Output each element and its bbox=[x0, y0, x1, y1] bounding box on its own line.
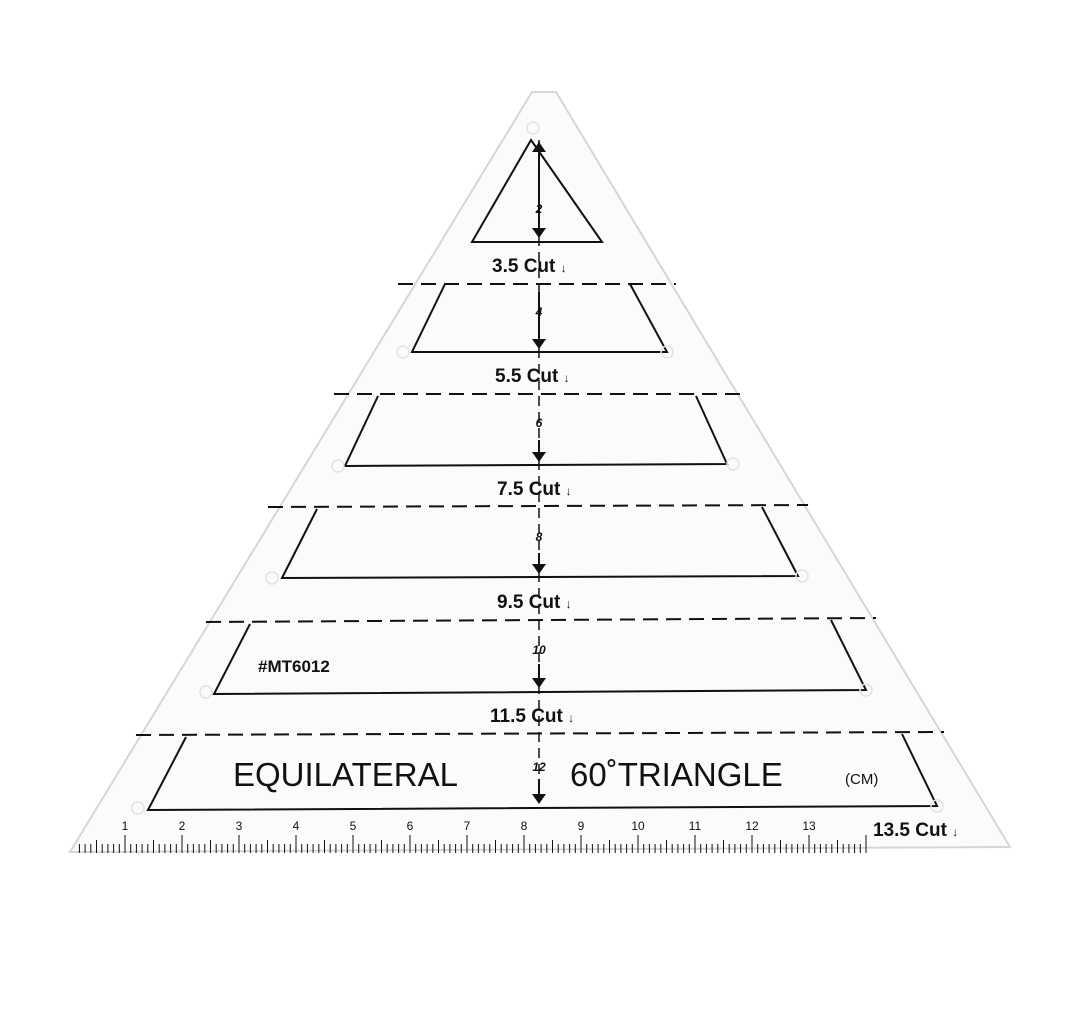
trapezoid-piece-5 bbox=[146, 733, 939, 812]
pin-hole bbox=[131, 801, 145, 815]
scale-ticks bbox=[78, 835, 867, 853]
cut-label: 13.5 Cut ↓ bbox=[873, 820, 958, 841]
scale-number: 10 bbox=[631, 819, 645, 833]
pin-hole bbox=[265, 571, 279, 585]
pin-hole bbox=[795, 569, 809, 583]
scale-number: 8 bbox=[521, 819, 528, 833]
pin-hole bbox=[660, 345, 674, 359]
model-number: #MT6012 bbox=[258, 657, 330, 676]
pin-hole bbox=[930, 799, 944, 813]
cut-line-5 bbox=[135, 731, 945, 736]
height-arrow bbox=[532, 553, 546, 574]
cut-label: 9.5 Cut ↓ bbox=[497, 592, 572, 613]
cut-line-4 bbox=[205, 617, 877, 623]
height-arrow bbox=[532, 664, 546, 688]
title-unit: (CM) bbox=[845, 771, 878, 788]
cut-label: 3.5 Cut ↓ bbox=[492, 256, 567, 277]
height-number: 8 bbox=[536, 530, 543, 544]
height-number: 2 bbox=[535, 202, 543, 216]
scale-number: 5 bbox=[350, 819, 357, 833]
scale-number: 6 bbox=[407, 819, 414, 833]
height-arrows bbox=[532, 142, 546, 804]
scale-number: 13 bbox=[802, 819, 816, 833]
trapezoid-piece-2 bbox=[343, 395, 729, 468]
height-arrow bbox=[532, 779, 546, 804]
triangle-piece bbox=[470, 138, 604, 243]
scale-number: 4 bbox=[293, 819, 300, 833]
pin-holes bbox=[131, 121, 944, 815]
height-numbers: 2 4 6 8 10 12 bbox=[532, 202, 546, 774]
height-number: 6 bbox=[536, 416, 543, 430]
scale-number: 3 bbox=[236, 819, 243, 833]
cut-label: 11.5 Cut ↓ bbox=[490, 706, 574, 727]
pin-hole bbox=[199, 685, 213, 699]
scale-number: 11 bbox=[689, 819, 702, 833]
pin-hole bbox=[726, 457, 740, 471]
scale-number: 1 bbox=[122, 819, 129, 833]
cut-label: 5.5 Cut ↓ bbox=[495, 366, 570, 387]
scale-number: 7 bbox=[464, 819, 471, 833]
title-left: EQUILATERAL bbox=[233, 756, 458, 793]
height-number: 10 bbox=[532, 643, 546, 657]
pin-hole bbox=[526, 121, 540, 135]
cut-line-3 bbox=[267, 504, 809, 508]
ruler-body bbox=[68, 91, 1012, 854]
trapezoid-piece-1 bbox=[410, 283, 669, 353]
trapezoid-piece-4 bbox=[212, 619, 868, 696]
height-number: 4 bbox=[535, 305, 543, 319]
scale-number: 9 bbox=[578, 819, 585, 833]
pin-hole bbox=[331, 459, 345, 473]
pin-hole bbox=[396, 345, 410, 359]
trapezoid-piece-3 bbox=[280, 506, 800, 580]
scale-number: 12 bbox=[745, 819, 759, 833]
height-arrow bbox=[532, 292, 546, 349]
scale-numbers: 1 2 3 4 5 6 7 8 9 10 11 12 13 bbox=[122, 819, 816, 833]
piece-outlines bbox=[146, 138, 939, 812]
scale-number: 2 bbox=[179, 819, 186, 833]
cut-label: 7.5 Cut ↓ bbox=[497, 479, 572, 500]
height-arrow bbox=[532, 440, 546, 462]
pin-hole bbox=[859, 683, 873, 697]
height-number: 12 bbox=[532, 760, 546, 774]
height-arrow bbox=[532, 142, 546, 238]
title-right: 60˚TRIANGLE bbox=[570, 756, 783, 793]
cut-labels: 3.5 Cut ↓ 5.5 Cut ↓ 7.5 Cut ↓ 9.5 Cut ↓ … bbox=[490, 256, 958, 841]
